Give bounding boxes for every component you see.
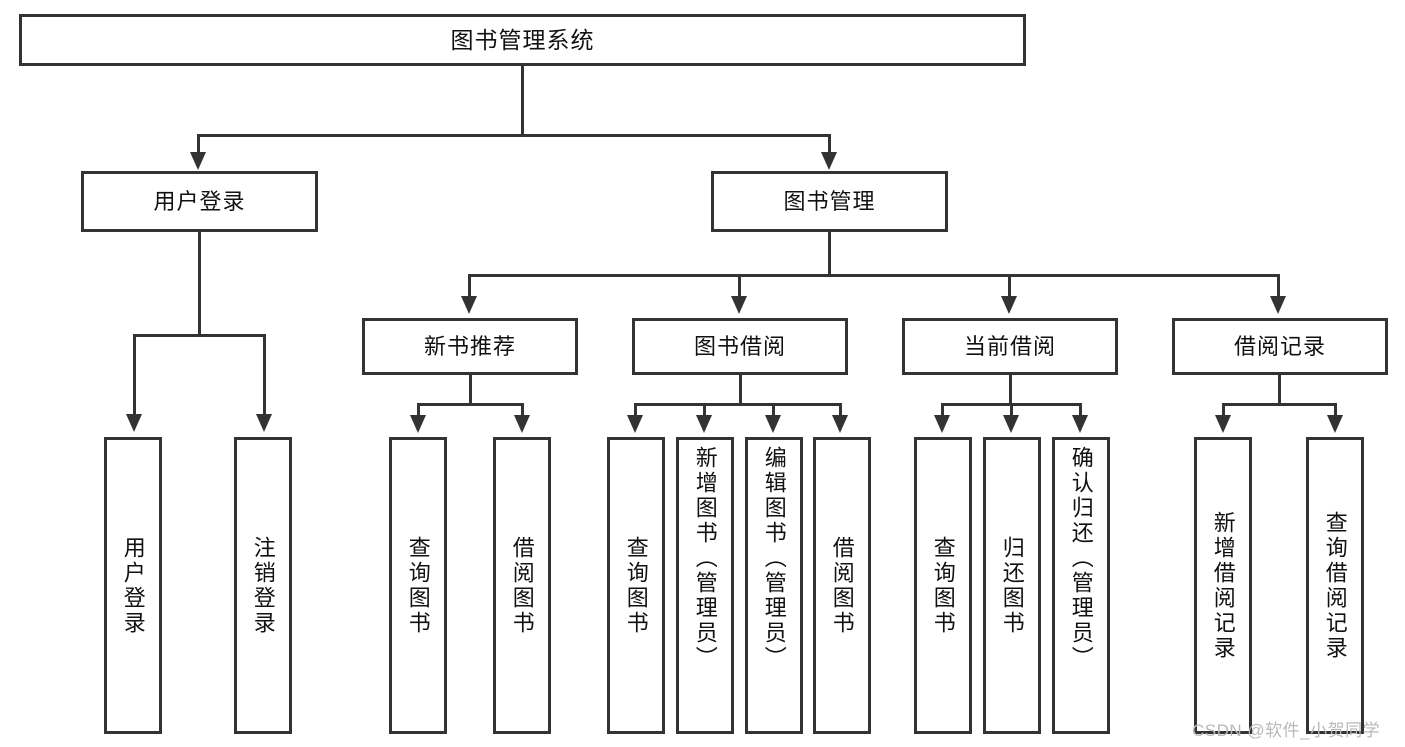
arrowhead-bm-to-borrow-record — [1270, 296, 1286, 314]
node-label: 用户登录 — [120, 535, 146, 636]
node-label: 图书管理系统 — [450, 26, 595, 53]
arrowhead-user-login-to-leaf-0 — [126, 414, 142, 432]
connector-bm-to-new-book — [468, 274, 471, 300]
node-label: 查询图书 — [930, 535, 956, 636]
arrowhead-current-borrow-to-leaf-0 — [934, 415, 950, 433]
arrowhead-borrow-record-to-leaf-0 — [1215, 415, 1231, 433]
leaf-user-login-logout[interactable]: 注销登录 — [234, 437, 292, 734]
node-root-book-management-system[interactable]: 图书管理系统 — [19, 14, 1026, 66]
connector-root-to-book-management — [828, 134, 831, 160]
node-current-borrow[interactable]: 当前借阅 — [902, 318, 1118, 375]
node-label: 新书推荐 — [423, 333, 516, 359]
node-label: 查询图书 — [623, 535, 649, 636]
node-label: 归还图书 — [999, 535, 1025, 636]
leaf-book-borrow-add-book-admin[interactable]: 新增图书（管理员） — [676, 437, 734, 734]
arrowhead-borrow-record-to-leaf-1 — [1327, 415, 1343, 433]
leaf-current-borrow-confirm-return-admin[interactable]: 确认归还（管理员） — [1052, 437, 1110, 734]
node-label: 查询借阅记录 — [1322, 510, 1348, 661]
arrowhead-new-book-to-leaf-0 — [410, 415, 426, 433]
node-book-management[interactable]: 图书管理 — [711, 171, 948, 232]
node-label: 确认归还（管理员） — [1068, 446, 1094, 671]
node-label: 借阅图书 — [509, 535, 535, 636]
arrowhead-bm-to-new-book — [461, 296, 477, 314]
leaf-current-borrow-query-books[interactable]: 查询图书 — [914, 437, 972, 734]
connector-borrow-record-to-leaf-0 — [1222, 403, 1225, 419]
leaf-borrow-record-query-record[interactable]: 查询借阅记录 — [1306, 437, 1364, 734]
leaf-new-book-borrow-books[interactable]: 借阅图书 — [493, 437, 551, 734]
connector-current-borrow-to-leaf-0 — [941, 403, 944, 419]
connector-root-stem — [521, 66, 524, 134]
arrowhead-current-borrow-to-leaf-2 — [1072, 415, 1088, 433]
leaf-book-borrow-edit-book-admin[interactable]: 编辑图书（管理员） — [745, 437, 803, 734]
connector-borrow-record-bus — [1222, 403, 1337, 406]
connector-bm-to-borrow-record — [1277, 274, 1280, 300]
arrowhead-bm-to-current-borrow — [1001, 296, 1017, 314]
leaf-current-borrow-return-books[interactable]: 归还图书 — [983, 437, 1041, 734]
node-label: 当前借阅 — [963, 333, 1056, 359]
connector-current-borrow-to-leaf-2 — [1079, 403, 1082, 419]
connector-new-book-bus — [417, 403, 524, 406]
node-label: 新增借阅记录 — [1210, 510, 1236, 661]
node-label: 图书管理 — [783, 188, 876, 214]
connector-bm-to-book-borrow — [738, 274, 741, 300]
connector-user-login-to-leaf-0 — [133, 334, 136, 418]
connector-book-borrow-to-leaf-0 — [634, 403, 637, 419]
node-label: 借阅记录 — [1233, 333, 1326, 359]
node-label: 查询图书 — [405, 535, 431, 636]
leaf-new-book-query-books[interactable]: 查询图书 — [389, 437, 447, 734]
connector-book-borrow-to-leaf-2 — [772, 403, 775, 419]
node-new-book-recommend[interactable]: 新书推荐 — [362, 318, 578, 375]
arrowhead-book-borrow-to-leaf-2 — [765, 415, 781, 433]
arrowhead-root-to-book-management — [821, 152, 837, 170]
leaf-book-borrow-query-books[interactable]: 查询图书 — [607, 437, 665, 734]
node-book-borrow[interactable]: 图书借阅 — [632, 318, 848, 375]
node-user-login[interactable]: 用户登录 — [81, 171, 318, 232]
arrowhead-bm-to-book-borrow — [731, 296, 747, 314]
node-label: 新增图书（管理员） — [692, 446, 718, 671]
node-label: 借阅图书 — [829, 535, 855, 636]
arrowhead-book-borrow-to-leaf-1 — [696, 415, 712, 433]
arrowhead-current-borrow-to-leaf-1 — [1003, 415, 1019, 433]
connector-borrow-record-to-leaf-1 — [1334, 403, 1337, 419]
connector-book-borrow-bus — [634, 403, 842, 406]
connector-borrow-record-stem — [1278, 375, 1281, 405]
arrowhead-new-book-to-leaf-1 — [514, 415, 530, 433]
leaf-user-login-login[interactable]: 用户登录 — [104, 437, 162, 734]
connector-book-management-stem — [828, 232, 831, 276]
connector-current-borrow-to-leaf-1 — [1010, 403, 1013, 419]
arrowhead-book-borrow-to-leaf-0 — [627, 415, 643, 433]
connector-book-borrow-to-leaf-3 — [839, 403, 842, 419]
connector-bm-to-current-borrow — [1008, 274, 1011, 300]
leaf-borrow-record-add-record[interactable]: 新增借阅记录 — [1194, 437, 1252, 734]
csdn-watermark: CSDN @软件_小贺同学 — [1192, 721, 1381, 740]
connector-user-login-to-leaf-1 — [263, 334, 266, 418]
arrowhead-book-borrow-to-leaf-3 — [832, 415, 848, 433]
connector-current-borrow-stem — [1009, 375, 1012, 405]
connector-book-borrow-stem — [739, 375, 742, 405]
connector-root-bus — [197, 134, 828, 137]
connector-new-book-to-leaf-0 — [417, 403, 420, 419]
connector-new-book-stem — [469, 375, 472, 405]
node-label: 编辑图书（管理员） — [761, 446, 787, 671]
node-label: 注销登录 — [250, 535, 276, 636]
node-label: 图书借阅 — [693, 333, 786, 359]
connector-user-login-bus — [133, 334, 266, 337]
connector-book-borrow-to-leaf-1 — [703, 403, 706, 419]
arrowhead-root-to-user-login — [190, 152, 206, 170]
leaf-book-borrow-borrow-books[interactable]: 借阅图书 — [813, 437, 871, 734]
connector-root-to-user-login — [197, 134, 200, 160]
connector-new-book-to-leaf-1 — [521, 403, 524, 419]
connector-book-management-bus — [468, 274, 1280, 277]
connector-user-login-stem — [198, 232, 201, 336]
arrowhead-user-login-to-leaf-1 — [256, 414, 272, 432]
node-label: 用户登录 — [153, 188, 246, 214]
node-borrow-record[interactable]: 借阅记录 — [1172, 318, 1388, 375]
